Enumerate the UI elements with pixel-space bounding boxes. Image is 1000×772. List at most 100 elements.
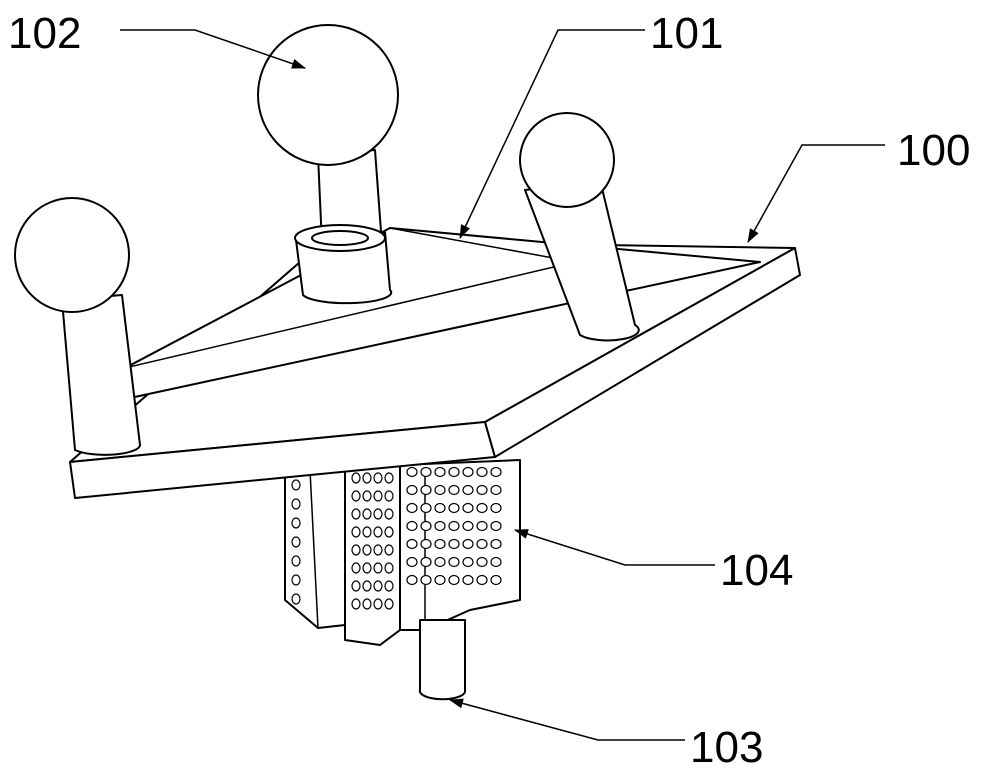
- filter-hole: [463, 504, 473, 513]
- filter-hole: [352, 581, 360, 591]
- filter-hole: [421, 504, 431, 513]
- filter-hole: [363, 563, 371, 573]
- filter-hole: [292, 499, 300, 509]
- filter-hole: [477, 504, 487, 513]
- filter-hole: [292, 480, 300, 490]
- filter-hole: [477, 522, 487, 531]
- filter-hole: [374, 509, 382, 519]
- label-103: 103: [690, 723, 763, 772]
- filter-block: [285, 460, 520, 645]
- filter-hole: [407, 576, 417, 585]
- filter-hole: [385, 545, 393, 555]
- filter-hole: [477, 540, 487, 549]
- filter-hole: [292, 518, 300, 528]
- filter-hole: [491, 576, 501, 585]
- label-102: 102: [8, 9, 81, 58]
- filter-hole: [421, 558, 431, 567]
- filter-hole: [352, 527, 360, 537]
- filter-hole: [352, 545, 360, 555]
- filter-hole: [385, 509, 393, 519]
- filter-hole: [374, 599, 382, 609]
- filter-hole: [421, 522, 431, 531]
- filter-hole: [491, 558, 501, 567]
- filter-hole: [292, 575, 300, 585]
- filter-hole: [374, 581, 382, 591]
- filter-hole: [435, 522, 445, 531]
- filter-hole: [463, 522, 473, 531]
- filter-hole: [449, 504, 459, 513]
- filter-hole: [407, 540, 417, 549]
- filter-hole: [385, 581, 393, 591]
- filter-hole: [449, 576, 459, 585]
- filter-hole: [491, 486, 501, 495]
- filter-hole: [463, 540, 473, 549]
- filter-hole: [292, 556, 300, 566]
- filter-hole: [435, 486, 445, 495]
- label-100: 100: [897, 126, 970, 175]
- leader-100: [748, 145, 885, 242]
- filter-hole: [477, 558, 487, 567]
- filter-hole: [449, 522, 459, 531]
- filter-hole: [374, 473, 382, 483]
- filter-hole: [292, 594, 300, 604]
- filter-hole: [421, 468, 431, 477]
- filter-hole: [374, 563, 382, 573]
- filter-hole: [363, 527, 371, 537]
- filter-hole: [363, 545, 371, 555]
- filter-hole: [491, 522, 501, 531]
- filter-hole: [435, 576, 445, 585]
- filter-hole: [407, 522, 417, 531]
- filter-hole: [352, 473, 360, 483]
- filter-hole: [407, 558, 417, 567]
- filter-hole: [407, 468, 417, 477]
- label-101: 101: [650, 9, 723, 58]
- filter-hole: [385, 563, 393, 573]
- filter-hole: [421, 576, 431, 585]
- filter-hole: [385, 491, 393, 501]
- filter-hole: [463, 576, 473, 585]
- filter-hole: [363, 491, 371, 501]
- filter-hole: [385, 599, 393, 609]
- filter-hole: [491, 504, 501, 513]
- filter-hole: [363, 473, 371, 483]
- filter-hole: [374, 527, 382, 537]
- filter-hole: [407, 504, 417, 513]
- filter-hole: [449, 558, 459, 567]
- filter-hole: [449, 468, 459, 477]
- filter-hole: [477, 576, 487, 585]
- filter-hole: [363, 581, 371, 591]
- filter-hole: [352, 563, 360, 573]
- filter-hole: [449, 540, 459, 549]
- filter-hole: [374, 545, 382, 555]
- filter-hole: [491, 540, 501, 549]
- leader-103: [450, 700, 685, 740]
- filter-hole: [363, 509, 371, 519]
- filter-hole: [449, 486, 459, 495]
- filter-hole: [385, 473, 393, 483]
- filter-hole: [463, 558, 473, 567]
- left-ball-post: [15, 198, 140, 455]
- filter-hole: [385, 527, 393, 537]
- label-104: 104: [720, 546, 793, 595]
- filter-hole: [463, 468, 473, 477]
- filter-hole: [435, 504, 445, 513]
- filter-hole: [292, 537, 300, 547]
- filter-hole: [363, 599, 371, 609]
- filter-hole: [435, 540, 445, 549]
- filter-hole: [477, 486, 487, 495]
- filter-hole: [421, 486, 431, 495]
- filter-hole: [374, 491, 382, 501]
- center-ball-post: [258, 25, 398, 303]
- filter-hole: [421, 540, 431, 549]
- filter-hole: [463, 486, 473, 495]
- filter-hole: [435, 468, 445, 477]
- filter-hole: [352, 491, 360, 501]
- filter-hole: [352, 599, 360, 609]
- filter-hole: [491, 468, 501, 477]
- leader-104: [515, 530, 715, 565]
- filter-hole: [435, 558, 445, 567]
- filter-hole: [477, 468, 487, 477]
- filter-hole: [407, 486, 417, 495]
